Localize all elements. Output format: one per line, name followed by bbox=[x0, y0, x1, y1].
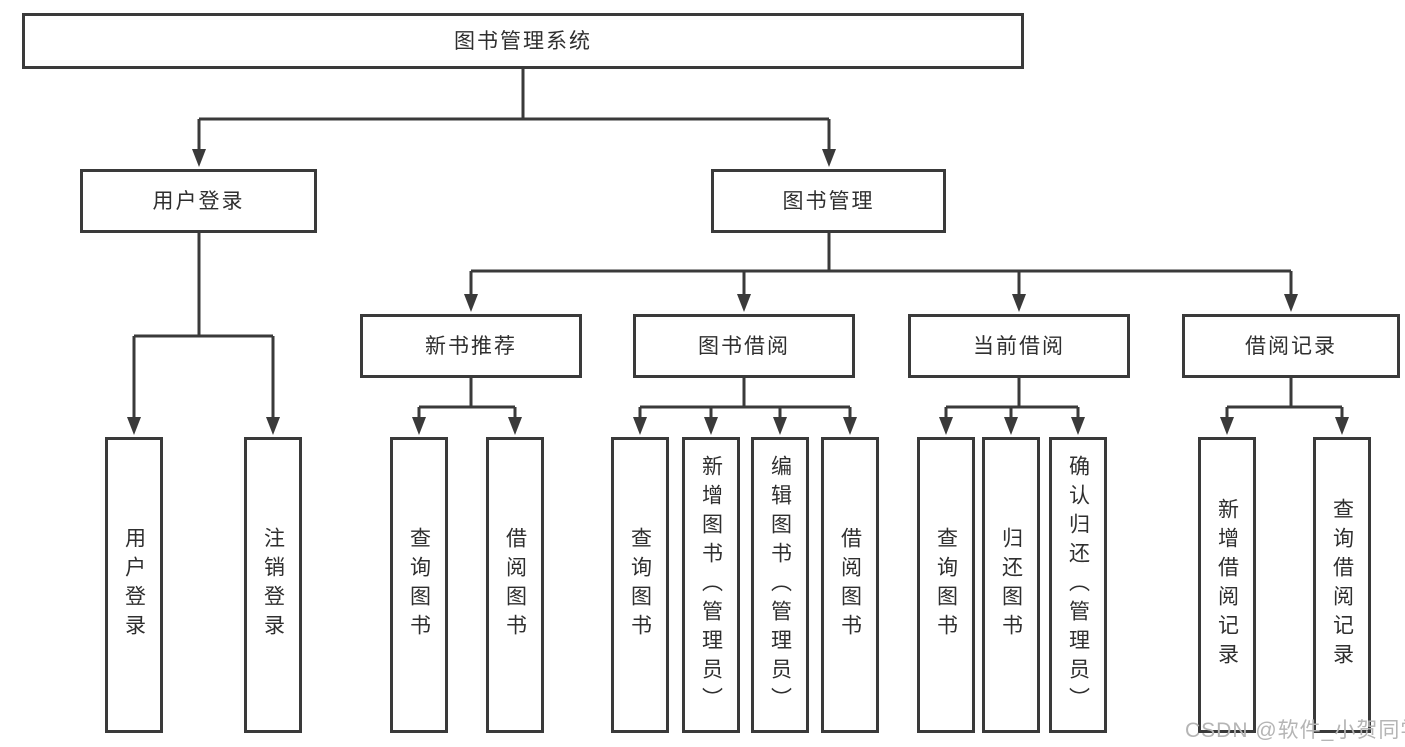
leaf-edit-book-admin-label: 编辑图书（管理员） bbox=[768, 454, 792, 716]
node-book-borrowing-label: 图书借阅 bbox=[698, 334, 790, 358]
node-root: 图书管理系统 bbox=[22, 13, 1024, 69]
leaf-borrow-books-borrowing: 借阅图书 bbox=[821, 437, 879, 733]
node-new-book-recommend-label: 新书推荐 bbox=[425, 334, 517, 358]
leaf-query-books-borrowing-label: 查询图书 bbox=[628, 527, 652, 643]
node-user-login: 用户登录 bbox=[80, 169, 317, 233]
leaf-confirm-return-admin-label: 确认归还（管理员） bbox=[1066, 454, 1090, 716]
node-root-label: 图书管理系统 bbox=[454, 29, 592, 53]
node-borrowing-records-label: 借阅记录 bbox=[1245, 334, 1337, 358]
node-new-book-recommend: 新书推荐 bbox=[360, 314, 582, 378]
arrowheads bbox=[127, 149, 1349, 435]
leaf-borrow-books-recommend: 借阅图书 bbox=[486, 437, 544, 733]
node-book-management: 图书管理 bbox=[711, 169, 946, 233]
leaf-query-books-current: 查询图书 bbox=[917, 437, 975, 733]
leaf-add-borrow-record-label: 新增借阅记录 bbox=[1215, 498, 1239, 672]
leaf-borrow-books-borrowing-label: 借阅图书 bbox=[838, 527, 862, 643]
node-borrowing-records: 借阅记录 bbox=[1182, 314, 1400, 378]
node-book-borrowing: 图书借阅 bbox=[633, 314, 855, 378]
node-user-login-label: 用户登录 bbox=[152, 189, 245, 213]
leaf-query-books-borrowing: 查询图书 bbox=[611, 437, 669, 733]
leaf-user-login-label: 用户登录 bbox=[122, 527, 146, 643]
node-current-borrowing-label: 当前借阅 bbox=[973, 334, 1065, 358]
leaf-return-book: 归还图书 bbox=[982, 437, 1040, 733]
leaf-logout-label: 注销登录 bbox=[261, 527, 285, 643]
leaf-query-borrow-record: 查询借阅记录 bbox=[1313, 437, 1371, 733]
leaf-borrow-books-recommend-label: 借阅图书 bbox=[503, 527, 527, 643]
node-current-borrowing: 当前借阅 bbox=[908, 314, 1130, 378]
csdn-watermark: CSDN @软件_小贺同学 bbox=[1185, 719, 1405, 742]
leaf-query-books-recommend: 查询图书 bbox=[390, 437, 448, 733]
leaf-logout: 注销登录 bbox=[244, 437, 302, 733]
leaf-add-book-admin: 新增图书（管理员） bbox=[682, 437, 740, 733]
leaf-confirm-return-admin: 确认归还（管理员） bbox=[1049, 437, 1107, 733]
leaf-edit-book-admin: 编辑图书（管理员） bbox=[751, 437, 809, 733]
leaf-add-book-admin-label: 新增图书（管理员） bbox=[699, 454, 723, 716]
node-book-management-label: 图书管理 bbox=[782, 189, 875, 213]
leaf-user-login: 用户登录 bbox=[105, 437, 163, 733]
leaf-query-books-recommend-label: 查询图书 bbox=[407, 527, 431, 643]
leaf-add-borrow-record: 新增借阅记录 bbox=[1198, 437, 1256, 733]
leaf-query-books-current-label: 查询图书 bbox=[934, 527, 958, 643]
leaf-return-book-label: 归还图书 bbox=[999, 527, 1023, 643]
leaf-query-borrow-record-label: 查询借阅记录 bbox=[1330, 498, 1354, 672]
